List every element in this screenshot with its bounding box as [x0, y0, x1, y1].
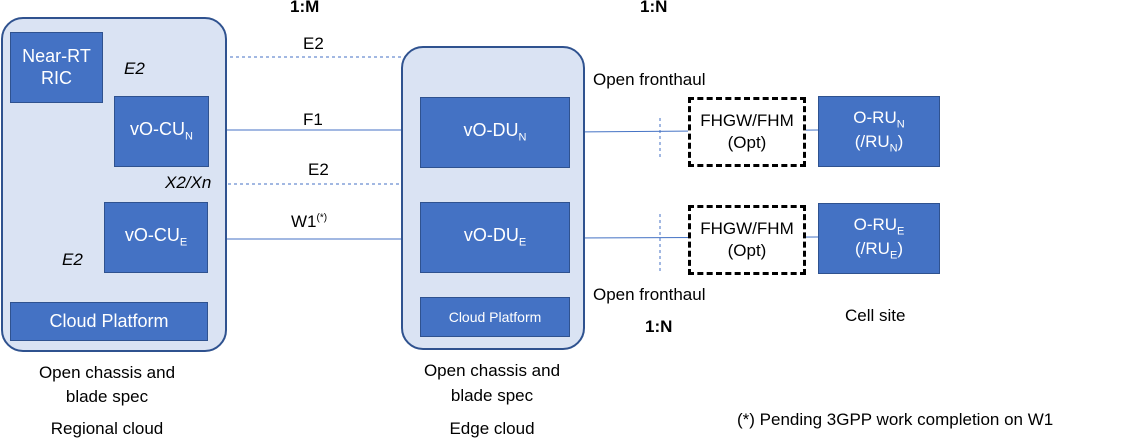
f1-label: F1 [303, 110, 323, 129]
regional-cloud-platform-box[interactable]: Cloud Platform [10, 302, 208, 341]
fhgw-fhm-e-box[interactable]: FHGW/FHM (Opt) [688, 205, 806, 275]
fhgw-fhm-n-label: FHGW/FHM [700, 110, 794, 130]
vo-cu-e-label: vO-CUE [124, 225, 188, 249]
vo-cu-n-label: vO-CUN [130, 119, 193, 143]
e2-ric-inner-label: E2 [124, 59, 145, 78]
regional-spec-line2: blade spec [65, 387, 149, 406]
fhgw-fhm-n-opt: (Opt) [727, 133, 767, 152]
ratio-1-n-top: 1:N [640, 0, 668, 16]
edge-spec-line1: Open chassis and [423, 361, 561, 380]
e2-mid-label: E2 [308, 160, 329, 179]
regional-cloud-platform-label: Cloud Platform [49, 310, 169, 331]
vo-du-n-label: vO-DUN [463, 120, 527, 144]
ratio-1-n-bottom: 1:N [645, 317, 673, 336]
o-ru-n-box[interactable]: O-RUN (/RUN) [818, 96, 940, 167]
footnote: (*) Pending 3GPP work completion on W1 [737, 410, 1054, 429]
vo-du-e-label: vO-DUE [463, 225, 527, 249]
w1-label: W1(*) [291, 212, 328, 231]
vo-cu-e-box[interactable]: vO-CUE [104, 202, 208, 273]
regional-cloud-label: Regional cloud [50, 419, 164, 438]
e2-top-label: E2 [303, 34, 324, 53]
vo-du-e-box[interactable]: vO-DUE [420, 202, 570, 273]
ratio-1-m: 1:M [290, 0, 320, 16]
edge-spec-line2: blade spec [450, 386, 534, 405]
o-ru-e-box[interactable]: O-RUE (/RUE) [818, 203, 940, 274]
o-ru-e-label: O-RUE [853, 214, 905, 238]
o-ru-n-label: O-RUN [853, 107, 905, 131]
fhgw-fhm-e-label: FHGW/FHM [700, 218, 794, 238]
edge-cloud-platform-box[interactable]: Cloud Platform [420, 297, 570, 337]
cell-site-label: Cell site [845, 306, 906, 325]
fhgw-fhm-n-box[interactable]: FHGW/FHM (Opt) [688, 97, 806, 167]
x2xn-label: X2/Xn [165, 173, 212, 192]
edge-cloud-label: Edge cloud [449, 419, 535, 438]
ru-e-alt-label: (/RUE) [855, 238, 903, 261]
vo-cu-n-box[interactable]: vO-CUN [114, 96, 209, 167]
near-rt-ric-label: Near-RT RIC [22, 45, 91, 88]
regional-spec-line1: Open chassis and [38, 363, 176, 382]
e2-bottom-label: E2 [62, 250, 83, 269]
fhgw-fhm-e-opt: (Opt) [727, 241, 767, 260]
vo-du-n-box[interactable]: vO-DUN [420, 97, 570, 168]
ru-n-alt-label: (/RUN) [854, 131, 904, 154]
open-fronthaul-bottom-label: Open fronthaul [593, 285, 706, 304]
open-fronthaul-top-label: Open fronthaul [593, 70, 706, 89]
edge-cloud-platform-label: Cloud Platform [448, 308, 542, 325]
near-rt-ric-box[interactable]: Near-RT RIC [10, 32, 103, 103]
